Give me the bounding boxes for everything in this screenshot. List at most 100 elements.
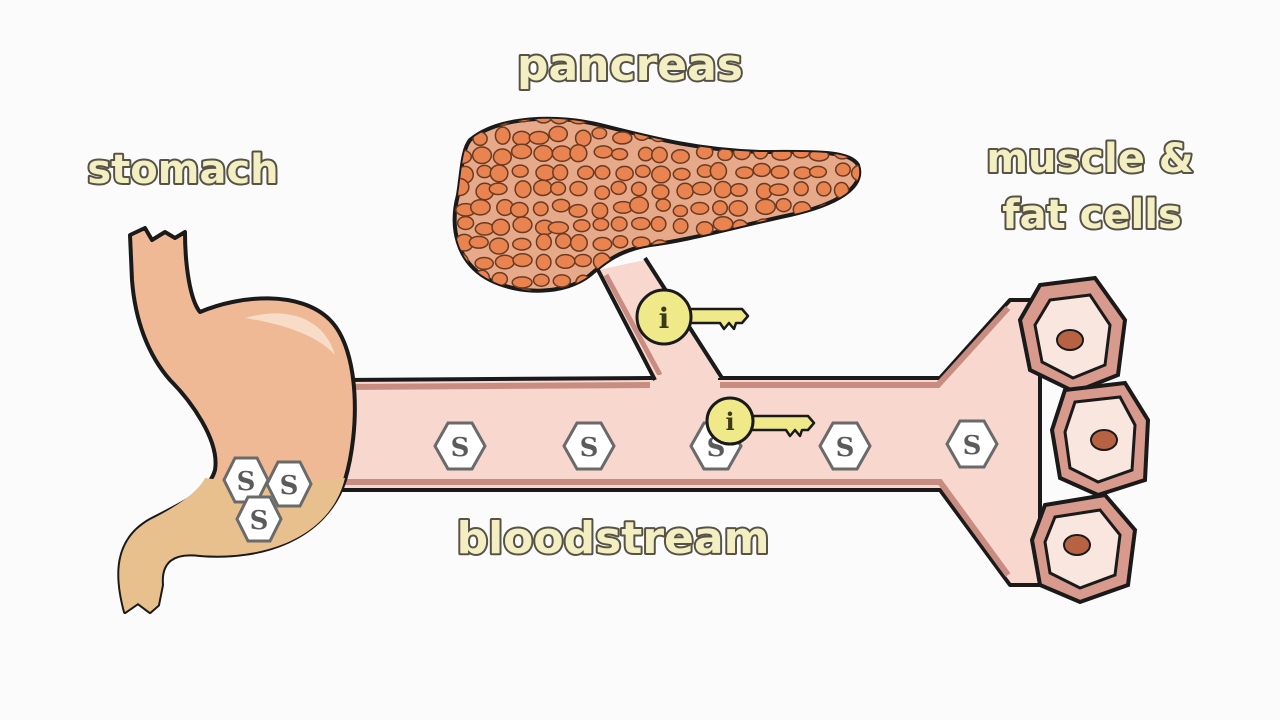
pancreas-cell [770,165,790,180]
pancreas-cell [594,164,611,180]
sugar-molecule: S [945,419,999,469]
pancreas-cell [454,288,467,291]
pancreas-cell [512,252,533,268]
pancreas-cell [454,274,474,289]
insulin-symbol: i [659,302,670,335]
pancreas-cell [831,258,853,272]
pancreas-cell [752,162,771,178]
pancreas-cell [672,218,689,235]
pancreas-cell [692,118,713,126]
pancreas-cell [856,286,860,291]
insulin-key: i [705,396,816,446]
pancreas-cell [473,118,490,127]
pancreas-cell [694,126,712,141]
pancreas-cell [775,252,791,267]
pancreas-cell [552,274,572,288]
pancreas-cell [711,233,731,250]
pancreas-cell [652,118,669,127]
cell-top [1017,275,1128,395]
pancreas-cell [555,253,576,269]
pancreas-cell [574,129,592,147]
cell-bottom [1029,492,1138,605]
pancreas-cell [510,143,533,160]
pancreas-cell [495,288,515,291]
pancreas-organ [452,116,862,302]
pancreas-cell [532,179,553,197]
pancreas-cell [677,256,694,271]
pancreas-cell [474,222,495,236]
sugar-molecule: S [818,421,872,471]
pancreas-cell [535,253,552,271]
pancreas-cell [610,147,629,161]
pancreas-cell [554,232,572,250]
pancreas-cell [768,183,789,197]
pancreas-cell [488,182,508,196]
pancreas-cell [549,181,567,196]
pancreas-cell [676,127,693,141]
pancreas-cell [533,144,554,162]
pancreas-cell [728,200,749,217]
pancreas-cell [855,145,860,163]
pancreas-cell [512,216,533,234]
pancreas-cell [833,199,854,215]
pancreas-cell [772,118,791,128]
sugar-molecule: S [265,460,313,508]
pancreas-cell [815,238,832,256]
pancreas-cell [615,165,634,182]
pancreas-cell [709,118,729,123]
muscle-label-line2: fat cells [1002,192,1182,238]
pancreas-cell [774,220,793,237]
pancreas-cell [828,235,848,251]
pancreas-cell [468,235,489,249]
sugar-symbol: S [963,431,982,461]
pancreas-cell [835,118,856,129]
pancreas-cell [573,253,593,268]
pancreas-cell [732,128,751,147]
pancreas-cell [576,286,593,291]
muscle-fat-cells [1017,275,1151,605]
pancreas-cell [469,291,487,302]
pancreas-cell [670,149,690,164]
pancreas-cell [689,290,709,291]
pancreas-cell [552,164,569,181]
pancreas-cell [547,221,570,235]
sugar-molecules: S S S S S S S S [222,419,999,543]
pancreas-cell [728,118,749,126]
pancreas-cell [827,272,849,289]
pancreas-cell [735,166,754,180]
pancreas-cell [514,118,533,123]
pancreas-cell [592,236,613,252]
pancreas-cell [494,126,511,145]
pancreas-cell [651,165,672,184]
pancreas-cell [775,197,792,213]
pancreas-cell [751,253,769,268]
bloodstream-label: bloodstream [457,513,770,564]
pancreas-cell [792,145,811,159]
pancreas-cell [811,219,832,237]
pancreas-cell [774,273,795,291]
pancreas-cell [655,252,674,267]
pancreas-label: pancreas [517,40,743,91]
pancreas-cell [514,180,532,199]
pancreas-cell [710,251,731,268]
pancreas-cell [474,256,495,271]
pancreas-cell [629,196,650,214]
pancreas-cell [834,126,851,145]
pancreas-cell [569,143,588,163]
pancreas-cell [569,180,588,197]
pancreas-cell [789,273,811,287]
pancreas-cell [812,126,831,145]
pancreas-cell [650,239,669,255]
pancreas-cell [634,118,651,126]
pancreas-cell [776,236,793,254]
pancreas-cell [716,272,734,290]
pancreas-cell [857,222,860,236]
pancreas-cell [713,180,733,199]
pancreas-cell [791,126,808,143]
pancreas-cell [808,165,828,179]
sugar-molecule: S [235,495,283,543]
pancreas-cell [509,201,529,218]
pancreas-cell [752,272,772,291]
muscle-label-line1: muscle & [986,136,1193,182]
pancreas-cell [712,200,729,216]
